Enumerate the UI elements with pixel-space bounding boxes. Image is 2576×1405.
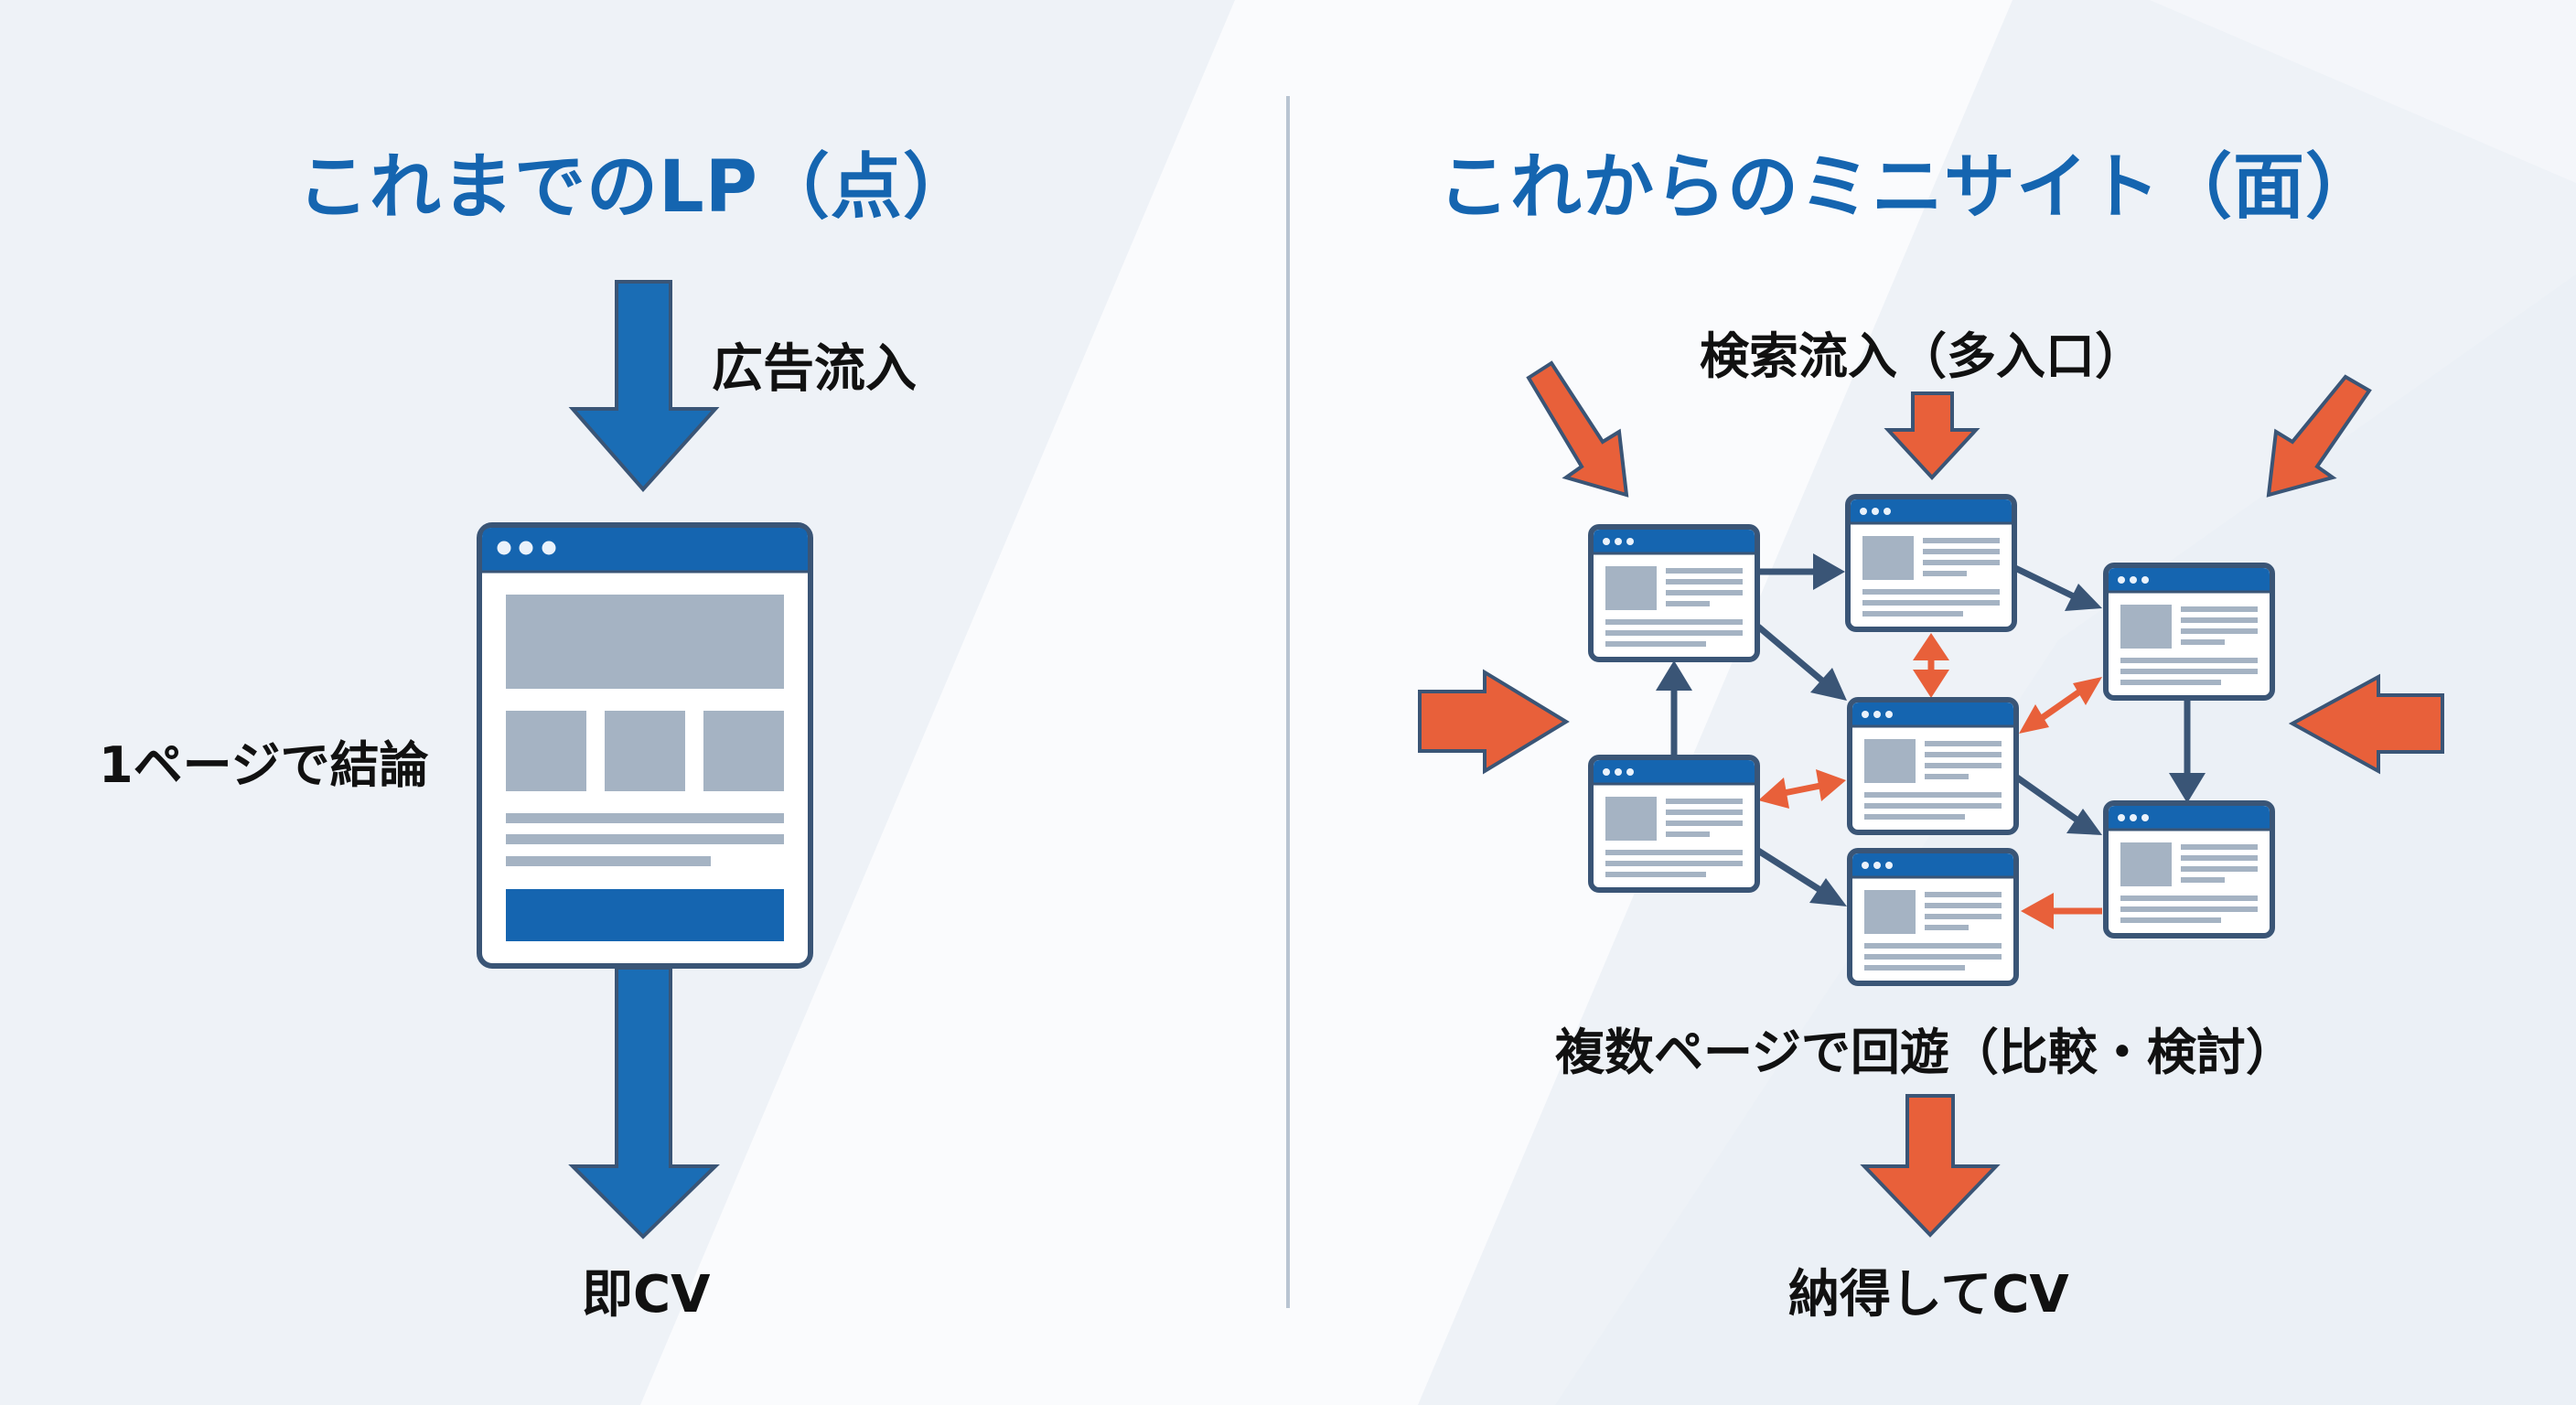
inflow-arrow-top-left: [1526, 360, 1629, 498]
hero-image-placeholder: [506, 595, 784, 689]
ad-inflow-arrow: [568, 280, 720, 493]
inflow-arrow-top-center: [1884, 391, 1980, 480]
mini-page-window: [1591, 527, 1757, 660]
inflow-arrow-left: [1418, 669, 1570, 775]
double-arrow-diagonal: [2019, 677, 2102, 734]
instant-cv-label: 即CV: [582, 1265, 711, 1325]
window-dot-icon: [497, 541, 511, 555]
single-page-conclusion-label: 1ページで結論: [99, 736, 429, 794]
mini-page-window: [2106, 803, 2272, 936]
return-arrow: [2021, 893, 2102, 929]
link-arrow: [1656, 660, 1692, 757]
link-arrow: [1755, 624, 1847, 701]
circulation-arrows: [1758, 633, 2102, 929]
link-arrow: [2014, 775, 2102, 835]
right-panel-title: これからのミニサイト（面）: [1438, 146, 2378, 229]
conversion-arrow: [568, 966, 720, 1239]
page-links: [1656, 553, 2206, 906]
search-inflow-label: 検索流入（多入口）: [1700, 327, 2144, 385]
double-arrow-horizontal: [1758, 769, 1846, 809]
text-line-placeholder: [506, 834, 784, 844]
left-panel-title: これまでのLP（点）: [297, 146, 975, 229]
inflow-arrow-top-right: [2266, 374, 2372, 498]
double-arrow-vertical: [1913, 633, 1949, 698]
lp-browser-window: [477, 522, 813, 969]
image-placeholder: [506, 711, 586, 791]
image-placeholder: [703, 711, 784, 791]
text-line-placeholder: [506, 856, 711, 866]
link-arrow: [2013, 564, 2102, 611]
link-arrow: [1756, 848, 1847, 906]
conversion-arrow-orange: [1860, 1094, 2001, 1238]
inflow-arrow-right: [2288, 673, 2444, 775]
lp-window-header: [482, 528, 808, 571]
mini-page-window: [1850, 700, 2016, 832]
text-line-placeholder: [506, 813, 784, 823]
mini-page-window: [1591, 757, 1757, 890]
window-dot-icon: [519, 541, 533, 555]
window-dot-icon: [542, 541, 556, 555]
circulation-label: 複数ページで回遊（比較・検討）: [1555, 1024, 2295, 1081]
link-arrow: [2169, 700, 2206, 803]
cta-button-placeholder: [506, 889, 784, 941]
image-placeholder: [605, 711, 685, 791]
mini-page-window: [2106, 565, 2272, 698]
mini-page-window: [1850, 851, 2016, 983]
link-arrow: [1758, 553, 1845, 590]
ad-inflow-label: 広告流入: [712, 339, 917, 399]
convinced-cv-label: 納得してCV: [1788, 1265, 2069, 1325]
mini-page-window: [1848, 497, 2014, 629]
